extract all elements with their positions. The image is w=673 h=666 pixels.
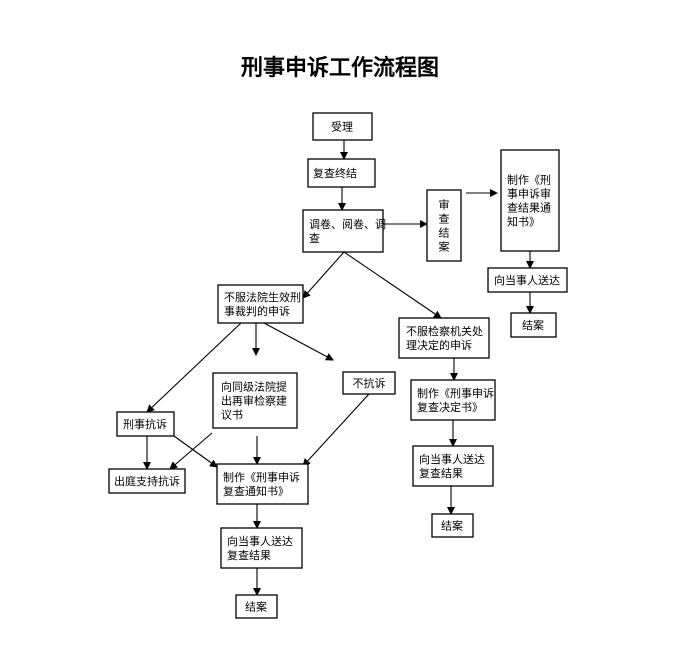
node-label-line: 复查结果	[419, 466, 463, 480]
node-label-line: 知书》	[507, 215, 540, 229]
node-label-line: 结	[439, 227, 450, 240]
node-label-line: 议书	[221, 409, 243, 422]
node-label-line: 调卷、阅卷、调	[309, 217, 386, 231]
node-box	[426, 189, 462, 262]
node-label-line: 不服检察机关处	[406, 324, 483, 338]
node-box	[398, 317, 490, 359]
node-box	[307, 158, 376, 188]
node-label-line: 不抗诉	[353, 376, 386, 390]
node-box	[487, 267, 568, 293]
node-box	[410, 379, 496, 421]
node-label-line: 复查通知书》	[223, 484, 289, 498]
node-label-line: 结案	[522, 318, 544, 332]
node-label-line: 事裁判的申诉	[224, 304, 290, 318]
node-box	[217, 284, 304, 324]
node-no-protest: 不抗诉	[342, 371, 396, 395]
node-label-line: 向同级法院提	[221, 380, 287, 394]
arrow-criminal-protest-to-make-review-notice	[173, 435, 218, 468]
node-accept: 受理	[312, 112, 373, 141]
node-label-line: 结案	[245, 600, 267, 614]
node-box	[235, 594, 278, 619]
node-label-line: 理决定的申诉	[406, 338, 472, 352]
arrow-court-appeal-to-no-protest	[263, 322, 334, 361]
node-box	[342, 371, 396, 395]
diagram-title: 刑事申诉工作流程图	[241, 55, 439, 81]
node-label-line: 向当事人送达	[419, 452, 485, 466]
node-label-line: 查	[309, 231, 320, 245]
node-label-line: 向当事人送达	[494, 273, 560, 287]
node-label-line: 事申诉审	[507, 187, 551, 201]
node-box	[412, 445, 494, 487]
node-box	[302, 209, 384, 253]
node-label-line: 复查结果	[227, 548, 271, 562]
arrow-retrial-proposal-to-court-support	[169, 432, 213, 470]
node-box	[216, 463, 309, 505]
node-label-line: 复查终结	[313, 166, 357, 180]
node-label-line: 刑事抗诉	[123, 417, 167, 431]
node-box	[212, 372, 298, 429]
node-label-line: 受理	[331, 121, 353, 134]
node-label-line: 出庭支持抗诉	[114, 474, 180, 488]
node-label-line: 审	[439, 198, 450, 212]
node-label-line: 查结果通	[507, 201, 551, 215]
node-close-right: 结案	[510, 312, 557, 338]
node-criminal-protest: 刑事抗诉	[116, 411, 175, 437]
node-label-line: 查	[439, 212, 450, 226]
node-box	[108, 468, 186, 494]
node-review-end: 复查终结	[307, 158, 376, 188]
node-box	[500, 149, 560, 252]
nodes-layer: 受理复查终结调卷、阅卷、调查审查结案制作《刑事申诉审查结果通知书》向当事人送达结…	[108, 112, 568, 619]
node-label-line: 制作《刑事申诉	[417, 387, 494, 400]
node-box	[220, 527, 303, 569]
node-label-line: 结案	[441, 519, 463, 533]
node-label-line: 复查决定书》	[417, 400, 483, 414]
node-label-line: 不服法院生效刑	[224, 290, 301, 304]
node-close-left: 结案	[235, 594, 278, 619]
node-close-mid: 结案	[431, 513, 474, 538]
node-label-line: 制作《刑事申诉	[223, 471, 300, 484]
node-send-right: 向当事人送达	[487, 267, 568, 293]
node-investigate: 调卷、阅卷、调查	[302, 209, 386, 253]
node-label-line: 出再审检察建	[221, 394, 287, 408]
node-label-line: 制作《刑	[507, 174, 551, 187]
edges-layer	[143, 140, 534, 596]
node-court-support: 出庭支持抗诉	[108, 468, 186, 494]
arrow-investigate-to-procuratorate-appeal	[343, 251, 442, 319]
node-label-line: 案	[439, 240, 450, 254]
node-label-line: 向当事人送达	[227, 534, 293, 548]
arrow-investigate-to-court-appeal	[302, 251, 345, 299]
node-box	[312, 112, 373, 141]
node-box	[116, 411, 175, 437]
node-box	[431, 513, 474, 538]
node-box	[510, 312, 557, 338]
arrow-court-appeal-to-criminal-protest	[146, 322, 242, 413]
arrow-no-protest-to-make-review-notice	[302, 393, 370, 467]
